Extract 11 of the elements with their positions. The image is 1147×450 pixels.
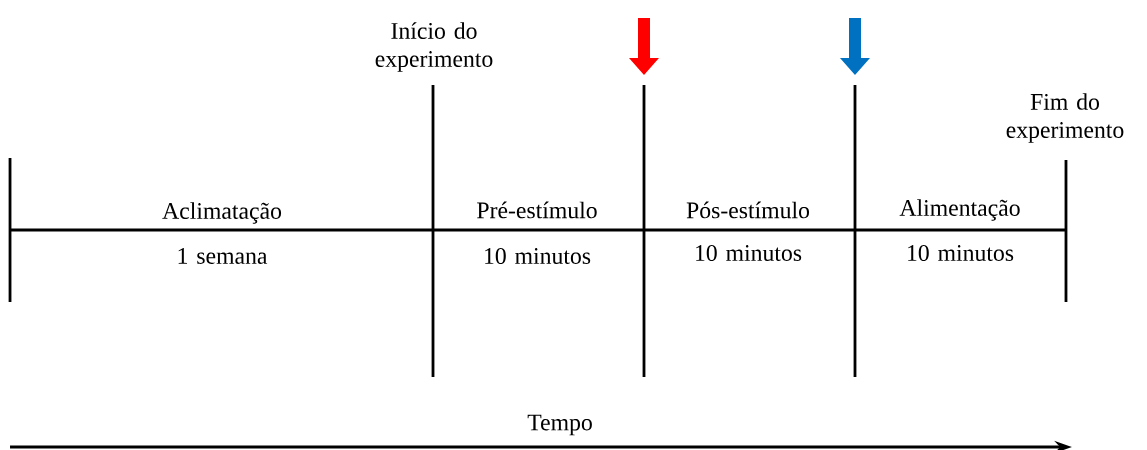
label: Tempo (527, 414, 592, 436)
label: Aclimatação (162, 202, 282, 224)
label: 10 minutos (908, 245, 1014, 261)
label: Alimentação (899, 199, 1020, 221)
label: 1 semana (178, 248, 268, 264)
label: Fim do experimento (1006, 93, 1124, 143)
label: Pré-estímulo (477, 201, 597, 219)
label: Início do experimento (375, 22, 493, 72)
label: 10 minutos (485, 248, 591, 264)
label: 10 minutos (696, 245, 802, 261)
label: Pós-estímulo (686, 201, 810, 219)
